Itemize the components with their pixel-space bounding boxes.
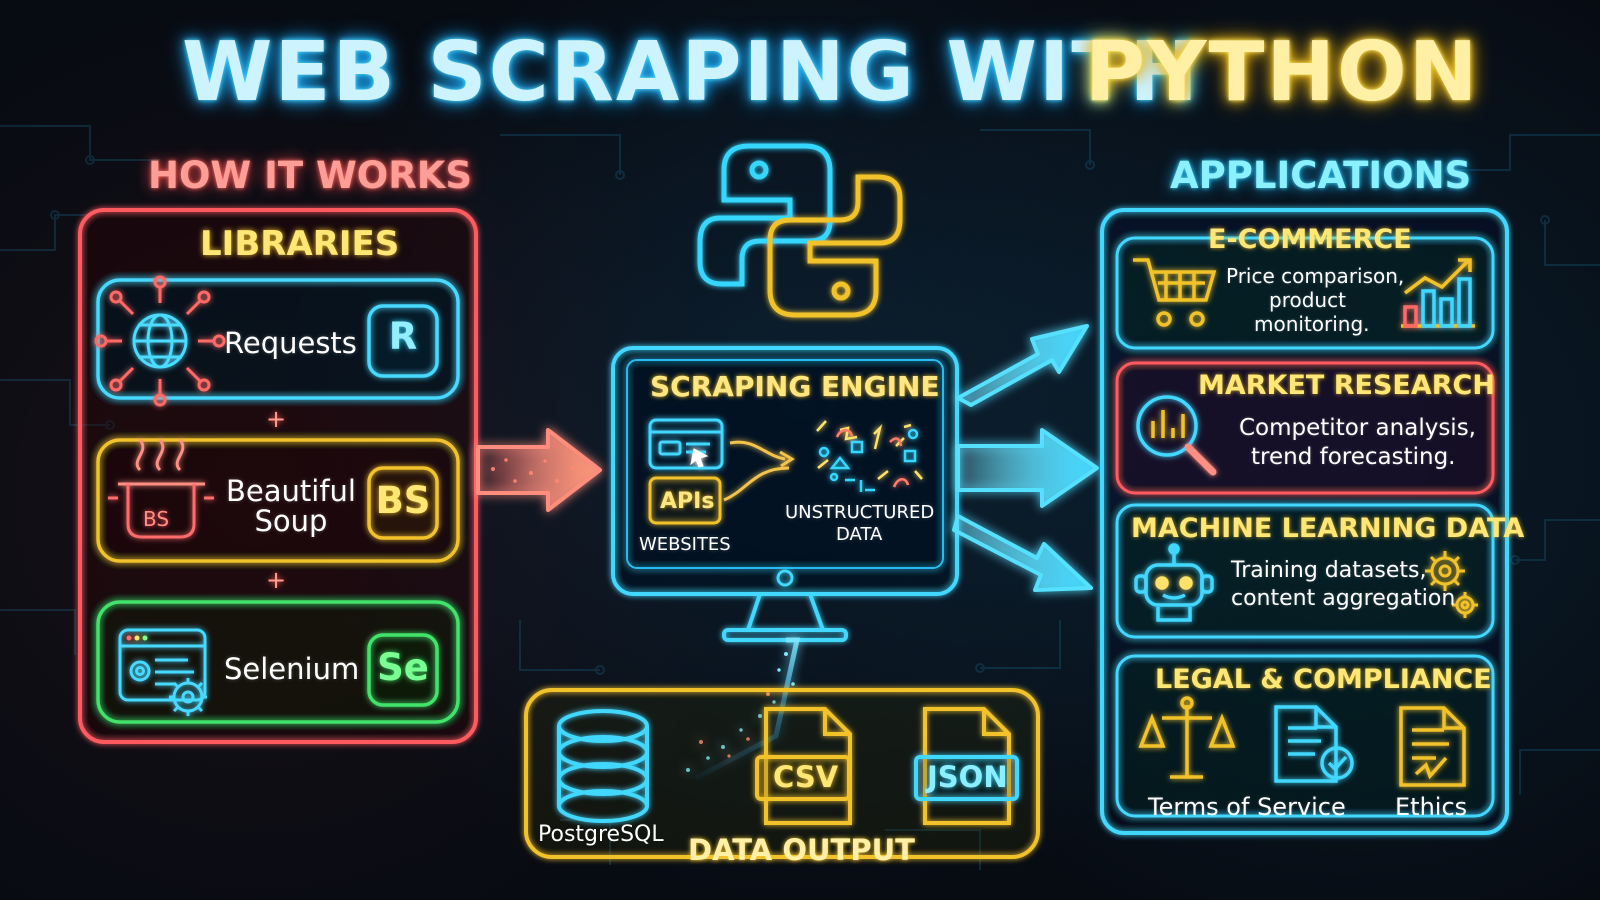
ecommerce-desc-line-1: Price comparison, [1226, 264, 1405, 288]
scale-icon [1138, 696, 1236, 779]
ecommerce-desc-line-2: product [1269, 288, 1346, 312]
document-sign-icon [1399, 706, 1466, 787]
apis-label: APIs [660, 489, 715, 514]
robot-icon [1134, 543, 1214, 622]
libraries-title: LIBRARIES [200, 224, 400, 264]
how-it-works-heading: HOW IT WORKS [148, 154, 473, 197]
requests-globe-icon [94, 275, 226, 407]
api-card [648, 476, 722, 525]
requests-label: Requests [224, 326, 357, 360]
terms-of-service-label: Terms of Service [1148, 793, 1346, 821]
beautiful-soup-badge [367, 466, 439, 540]
shopping-cart-icon [1133, 258, 1217, 327]
json-file-icon [914, 707, 1019, 825]
json-label: JSON [927, 760, 1008, 794]
selenium-badge [367, 633, 439, 707]
main-title-part-1: WEB SCRAPING WITH [182, 25, 1200, 120]
machine-learning-title: MACHINE LEARNING DATA [1131, 513, 1525, 544]
unstructured-data-line-1: UNSTRUCTURED [785, 502, 935, 523]
requests-badge-text: R [388, 315, 418, 358]
ethics-label: Ethics [1395, 793, 1468, 821]
magnifier-chart-icon [1136, 395, 1217, 476]
csv-file-icon [755, 707, 852, 825]
applications-frame [1100, 208, 1509, 835]
database-icon [557, 709, 649, 823]
scraping-engine-title: SCRAPING ENGINE [650, 370, 940, 403]
machine-learning-desc-line-1: Training datasets, [1231, 558, 1427, 583]
beautiful-soup-label: Beautiful Soup [226, 474, 356, 539]
engine-flow-curves [723, 440, 795, 502]
market-research-desc-line-1: Competitor analysis, [1239, 415, 1476, 441]
engine-browser-icon [648, 418, 724, 470]
document-check-icon [1274, 705, 1354, 783]
machine-learning-desc-line-2: content aggregation [1231, 586, 1456, 611]
unstructured-data-line-2: DATA [836, 524, 883, 545]
postgresql-label: PostgreSQL [538, 822, 664, 847]
beautiful-soup-badge-text: BS [375, 479, 431, 522]
ml-gear-icons [1425, 551, 1478, 618]
blue-flow-arrows [952, 324, 1099, 592]
legal-compliance-title: LEGAL & COMPLIANCE [1155, 664, 1492, 695]
data-output-title: DATA OUTPUT [688, 833, 915, 867]
applications-heading: APPLICATIONS [1170, 154, 1472, 197]
ecommerce-desc-line-3: monitoring. [1254, 312, 1370, 336]
market-research-title: MARKET RESEARCH [1198, 370, 1495, 401]
growth-chart-icon [1401, 258, 1475, 328]
plus-separator-1: + [266, 405, 287, 433]
main-title-part-2: PYTHON [1085, 25, 1480, 120]
ecommerce-title: E-COMMERCE [1208, 224, 1412, 255]
red-flow-arrow [476, 428, 602, 512]
market-research-desc-line-2: trend forecasting. [1251, 444, 1456, 470]
python-logo-icon [697, 143, 903, 318]
plus-separator-2: + [266, 566, 287, 594]
soup-pot-icon [108, 439, 214, 539]
soup-pot-label: BS [143, 507, 170, 531]
requests-badge [367, 304, 439, 378]
selenium-badge-text: Se [377, 646, 429, 689]
websites-label: WEBSITES [639, 534, 731, 555]
selenium-browser-gear-icon [118, 628, 207, 716]
unstructured-data-symbols [816, 420, 923, 492]
selenium-label: Selenium [224, 652, 360, 686]
csv-label: CSV [773, 760, 839, 794]
